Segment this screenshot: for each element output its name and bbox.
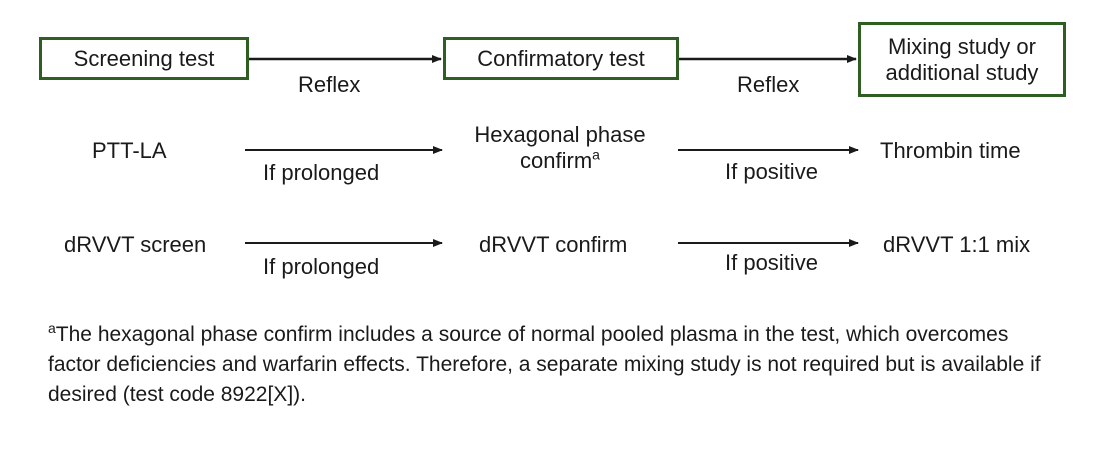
row1-confirm-test: Hexagonal phase confirma: [450, 122, 670, 174]
confirmatory-test-label: Confirmatory test: [477, 45, 645, 71]
screening-test-box: Screening test: [39, 37, 249, 80]
row1-additional-test: Thrombin time: [880, 138, 1021, 163]
row2-arrow1-label: If prolonged: [263, 254, 380, 279]
reflex-label-right: Reflex: [737, 72, 800, 97]
mixing-study-box: Mixing study or additional study: [858, 22, 1066, 97]
mixing-study-line2: additional study: [885, 59, 1039, 85]
row1-confirm-line2-wrap: confirma: [450, 148, 670, 174]
reflex-label-left: Reflex: [298, 72, 361, 97]
row2-confirm-test: dRVVT confirm: [479, 232, 628, 257]
screening-test-label: Screening test: [73, 45, 215, 71]
confirmatory-test-box: Confirmatory test: [443, 37, 679, 80]
row2-screen-test: dRVVT screen: [64, 232, 207, 257]
mixing-study-line1: Mixing study or: [888, 33, 1036, 59]
footnote-text: The hexagonal phase confirm includes a s…: [48, 323, 1041, 406]
row2-arrow2-label: If positive: [725, 250, 818, 275]
row1-screen-test: PTT-LA: [92, 138, 167, 163]
row1-arrow1-label: If prolonged: [263, 160, 380, 185]
row1-arrow2-label: If positive: [725, 159, 818, 184]
footnote-marker: a: [48, 320, 56, 336]
footnote: aThe hexagonal phase confirm includes a …: [48, 320, 1048, 410]
row1-confirm-line1: Hexagonal phase: [474, 122, 646, 147]
footnote-marker-ref: a: [592, 146, 600, 163]
row1-confirm-line2: confirm: [520, 148, 593, 173]
row2-additional-test: dRVVT 1:1 mix: [883, 232, 1031, 257]
